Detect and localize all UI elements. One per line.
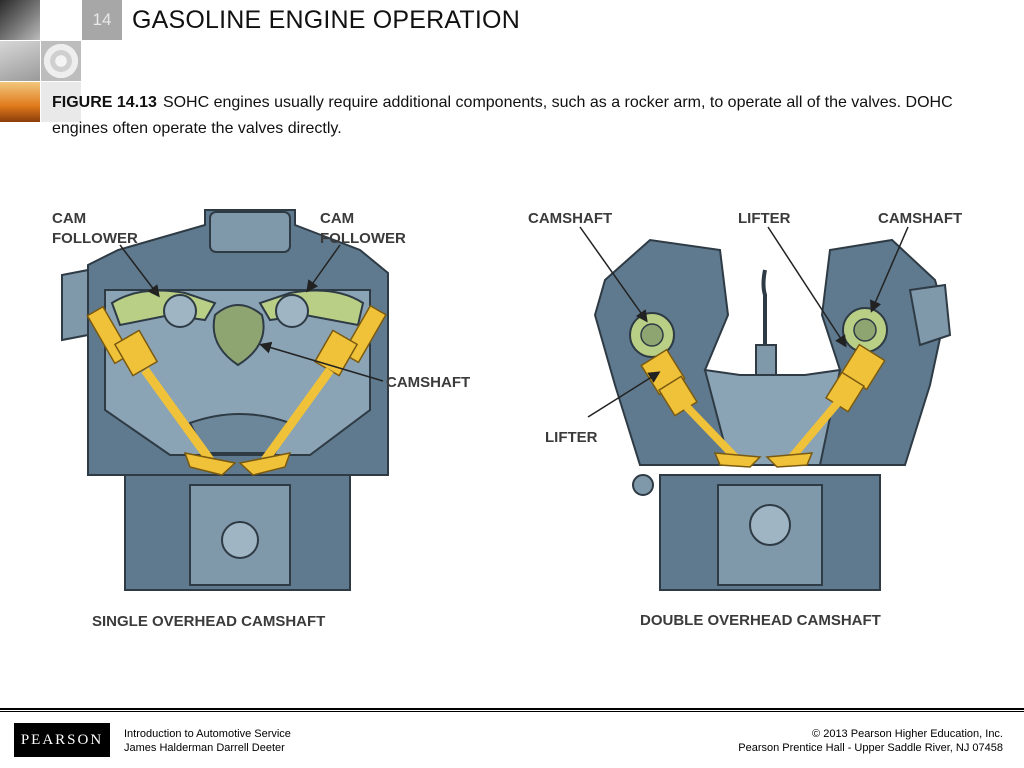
sohc-bore [221,521,259,559]
dohc-valve-left [640,348,762,468]
sohc-label-cam-follower-left-line1: CAM [52,210,86,227]
dohc-label-lifter-bottom: LIFTER [545,429,598,446]
wheel-thumbnail-image [41,41,81,81]
dohc-side-bracket-right [908,283,952,347]
dohc-sensor-body [755,344,777,376]
footer-divider-thin [0,711,1024,712]
sohc-rocker-shaft-left [163,294,197,328]
footer-publisher: Pearson Prentice Hall - Upper Saddle Riv… [738,742,1003,754]
slide-number: 14 [82,0,122,40]
dohc-title: DOUBLE OVERHEAD CAMSHAFT [640,612,881,629]
dohc-camshaft-right-core [853,318,877,342]
sohc-bracket [61,268,89,342]
dohc-label-camshaft-right: CAMSHAFT [878,210,962,227]
sohc-engine-drawing [61,209,389,591]
car-thumbnail-image [0,82,40,122]
dohc-label-camshaft-left: CAMSHAFT [528,210,612,227]
dohc-label-lifter-top: LIFTER [738,210,791,227]
car-thumbnail-image [0,0,40,40]
engine-diagram: CAM FOLLOWER CAM FOLLOWER CAMSHAFT SINGL… [52,209,962,630]
caption-text: SOHC engines usually require additional … [52,94,953,137]
dohc-sensor [761,269,767,355]
dohc-engine-drawing [579,226,952,591]
footer-divider [0,708,1024,710]
footer-right: © 2013 Pearson Higher Education, Inc. Pe… [738,727,1003,755]
dohc-leader-camshaft-left [579,226,648,323]
dohc-leader-lifter-bottom [587,371,661,418]
sohc-title: SINGLE OVERHEAD CAMSHAFT [92,613,325,630]
thumbnail-strip [0,0,82,122]
dohc-valve-right [765,343,886,468]
pearson-logo: PEARSON [14,723,110,757]
engine-figure: CAM FOLLOWER CAM FOLLOWER CAMSHAFT SINGL… [40,195,990,645]
sohc-valve-left [86,305,237,476]
dohc-leader-camshaft-right [870,226,909,313]
footer-left: Introduction to Automotive Service James… [124,727,291,755]
sohc-head-cap [209,211,291,253]
sohc-label-cam-follower-right-line1: CAM [320,210,354,227]
sohc-leader-camshaft [259,341,384,382]
footer-authors: James Halderman Darrell Deeter [124,742,285,754]
dohc-camshaft-left-core [640,323,664,347]
footer-copyright: © 2013 Pearson Higher Education, Inc. [812,728,1003,740]
sohc-leader-follower-right [306,244,341,293]
sohc-block-inner [189,484,291,586]
sohc-rocker-shaft-right [275,294,309,328]
figure-label: FIGURE 14.13 [52,94,157,111]
footer-book-title: Introduction to Automotive Service [124,728,291,740]
car-thumbnail-image [0,41,40,81]
dohc-bore [749,504,791,546]
sohc-leader-follower-left [119,244,160,298]
dohc-side-bolt-left [632,474,654,496]
blank-thumbnail [41,82,81,122]
sohc-valve-right [238,304,387,476]
sohc-label-camshaft: CAMSHAFT [386,374,470,391]
dohc-leader-lifter-top [767,226,847,348]
page-title: GASOLINE ENGINE OPERATION [132,6,520,34]
sohc-label-cam-follower-right-line2: FOLLOWER [320,230,406,247]
sohc-label-cam-follower-left-line2: FOLLOWER [52,230,138,247]
